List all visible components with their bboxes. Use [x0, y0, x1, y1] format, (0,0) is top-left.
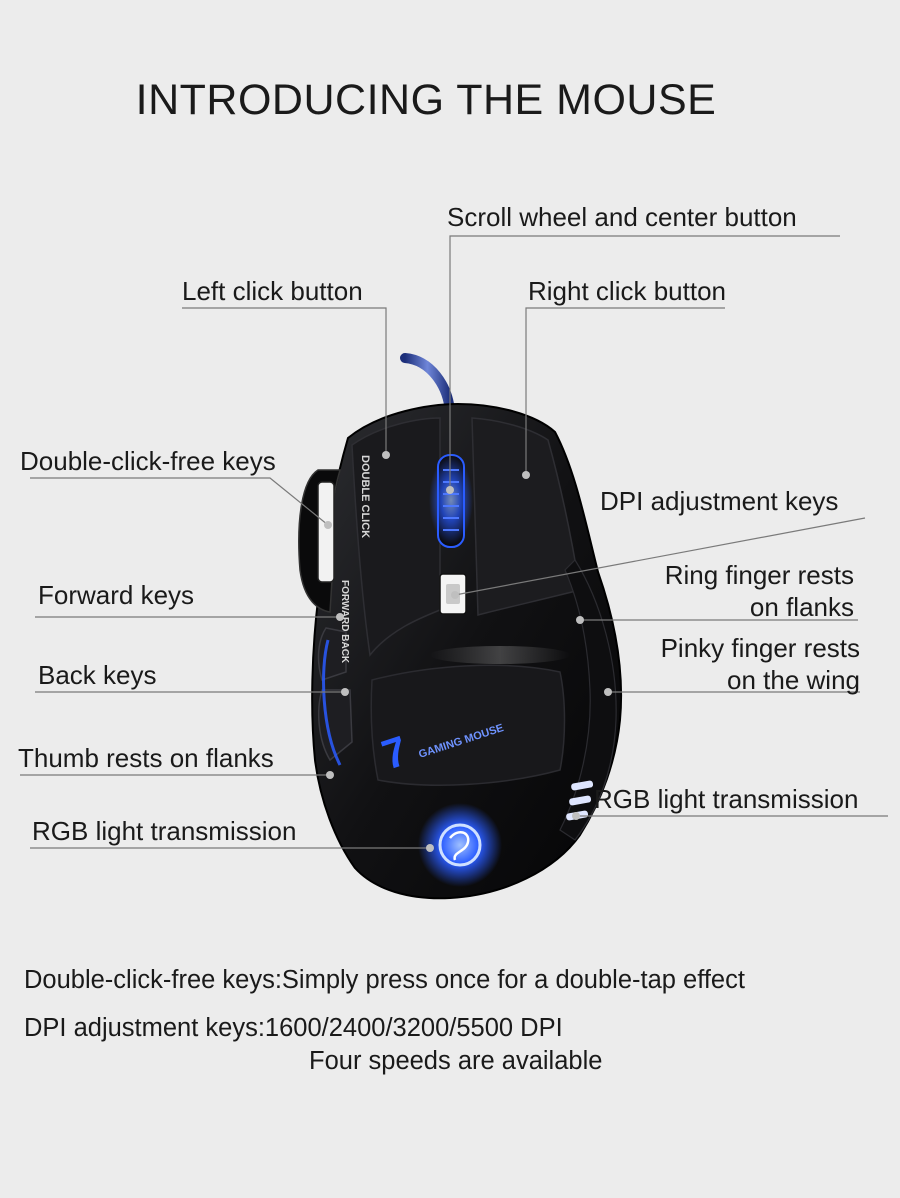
side-button-forward: [317, 627, 347, 681]
label-forward-keys: Forward keys: [38, 580, 195, 610]
description-double-click-free: Double-click-free keys:Simply press once…: [24, 966, 745, 994]
mouse-print-forward-back: FORWARD BACK: [339, 580, 350, 664]
label-pinky-2: on the wing: [727, 665, 860, 695]
label-back-keys: Back keys: [38, 660, 157, 690]
label-rgb-left: RGB light transmission: [32, 816, 297, 846]
scroll-wheel-glow: [429, 455, 473, 545]
rgb-logo-glow: [418, 803, 502, 887]
side-button-back: [317, 689, 353, 762]
dragon-logo-icon: [438, 823, 482, 867]
label-scroll-wheel: Scroll wheel and center button: [447, 202, 797, 232]
leader-lines: [20, 235, 888, 849]
double-click-free-key: [317, 481, 335, 583]
left-click-panel: [351, 417, 441, 657]
label-thumb-rests: Thumb rests on flanks: [18, 743, 274, 773]
mouse-print-double-click: DOUBLE CLICK: [359, 455, 371, 538]
leader-dots: [324, 451, 612, 852]
label-right-click: Right click button: [528, 276, 726, 306]
label-ring-finger-2: on flanks: [749, 592, 854, 622]
label-left-click: Left click button: [182, 276, 363, 306]
description-dpi-speeds: Four speeds are available: [309, 1047, 603, 1075]
page-title: INTRODUCING THE MOUSE: [135, 76, 717, 124]
right-flank: [559, 559, 617, 841]
label-dpi-keys: DPI adjustment keys: [600, 486, 839, 516]
right-click-panel: [471, 417, 581, 616]
palm-panel: [370, 664, 566, 786]
label-ring-finger-1: Ring finger rests: [664, 560, 854, 590]
label-pinky-1: Pinky finger rests: [660, 633, 860, 663]
side-led-strip: [322, 639, 342, 766]
label-rgb-right: RGB light transmission: [594, 784, 859, 814]
label-double-click-free: Double-click-free keys: [20, 446, 276, 476]
description-dpi-keys: DPI adjustment keys:1600/2400/3200/5500 …: [24, 1014, 563, 1042]
